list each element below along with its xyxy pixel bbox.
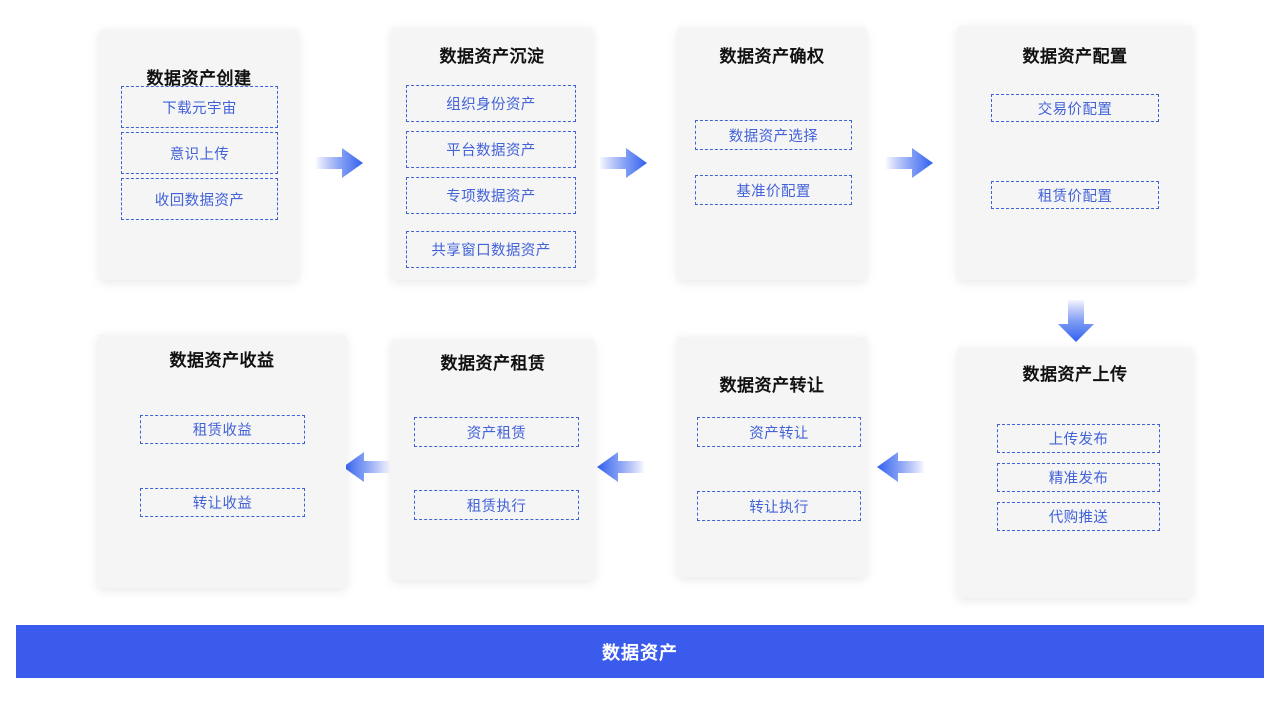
arrow-lease-to-revenue <box>340 450 390 484</box>
card-title-lease: 数据资产租赁 <box>440 354 546 373</box>
card-confirm-rights[interactable]: 数据资产确权 数据资产选择 基准价配置 <box>678 28 866 280</box>
card-create[interactable]: 数据资产创建 下载元宇宙 意识上传 收回数据资产 <box>100 30 298 280</box>
item-create-1[interactable]: 意识上传 <box>121 132 278 174</box>
arrow-transfer-to-lease <box>594 450 644 484</box>
item-confirm-rights-0[interactable]: 数据资产选择 <box>695 120 852 150</box>
item-lease-0[interactable]: 资产租赁 <box>414 417 579 447</box>
card-title-precipitate: 数据资产沉淀 <box>439 47 545 66</box>
item-confirm-rights-1[interactable]: 基准价配置 <box>695 175 852 205</box>
item-upload-1[interactable]: 精准发布 <box>997 463 1160 492</box>
item-create-2[interactable]: 收回数据资产 <box>121 178 278 220</box>
card-configure[interactable]: 数据资产配置 交易价配置 租赁价配置 <box>958 26 1192 280</box>
card-lease[interactable]: 数据资产租赁 资产租赁 租赁执行 <box>392 340 594 580</box>
item-revenue-1[interactable]: 转让收益 <box>140 488 305 517</box>
arrow-configure-to-upload <box>1058 300 1100 344</box>
item-transfer-1[interactable]: 转让执行 <box>697 491 861 521</box>
arrow-create-to-precipitate <box>316 146 366 180</box>
card-upload[interactable]: 数据资产上传 上传发布 精准发布 代购推送 <box>958 348 1192 598</box>
item-revenue-0[interactable]: 租赁收益 <box>140 415 305 444</box>
item-upload-2[interactable]: 代购推送 <box>997 502 1160 531</box>
footer-label: 数据资产 <box>602 642 678 663</box>
card-revenue[interactable]: 数据资产收益 租赁收益 转让收益 <box>98 335 346 588</box>
item-configure-0[interactable]: 交易价配置 <box>991 94 1159 122</box>
item-configure-1[interactable]: 租赁价配置 <box>991 181 1159 209</box>
item-precipitate-1[interactable]: 平台数据资产 <box>406 131 576 168</box>
card-title-create: 数据资产创建 <box>146 69 252 88</box>
card-title-confirm-rights: 数据资产确权 <box>719 47 825 66</box>
item-upload-0[interactable]: 上传发布 <box>997 424 1160 453</box>
arrow-confirm-rights-to-configure <box>886 146 936 180</box>
card-title-configure: 数据资产配置 <box>1022 47 1128 66</box>
arrow-precipitate-to-confirm-rights <box>600 146 650 180</box>
card-title-upload: 数据资产上传 <box>1022 365 1128 384</box>
item-precipitate-3[interactable]: 共享窗口数据资产 <box>406 231 576 268</box>
card-title-revenue: 数据资产收益 <box>169 351 275 370</box>
card-transfer[interactable]: 数据资产转让 资产转让 转让执行 <box>678 337 866 577</box>
item-precipitate-2[interactable]: 专项数据资产 <box>406 177 576 214</box>
item-precipitate-0[interactable]: 组织身份资产 <box>406 85 576 122</box>
item-transfer-0[interactable]: 资产转让 <box>697 417 861 447</box>
item-lease-1[interactable]: 租赁执行 <box>414 490 579 520</box>
footer-bar: 数据资产 <box>16 625 1264 678</box>
item-create-0[interactable]: 下载元宇宙 <box>121 86 278 128</box>
card-title-transfer: 数据资产转让 <box>719 376 825 395</box>
arrow-upload-to-transfer <box>874 450 924 484</box>
card-precipitate[interactable]: 数据资产沉淀 组织身份资产 平台数据资产 专项数据资产 共享窗口数据资产 <box>392 28 592 280</box>
